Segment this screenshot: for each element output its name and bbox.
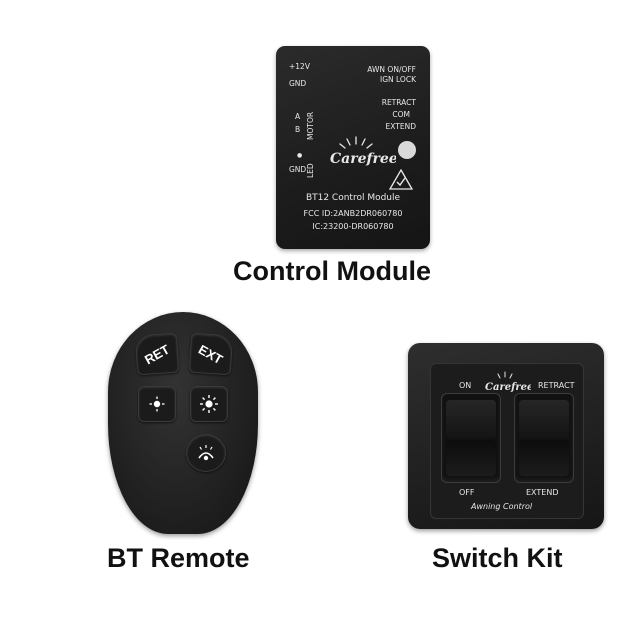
label-gnd-bottom: GND [289, 165, 307, 174]
carefree-logo: Carefree [330, 136, 396, 167]
label-awn-onoff: AWN ON/OFF [367, 65, 416, 74]
bt-remote-device: RET EXT [108, 312, 258, 534]
label-ign-lock: IGN LOCK [380, 75, 416, 84]
label-off: OFF [459, 488, 475, 497]
status-led-dot [398, 141, 416, 159]
control-module-device: +12V GND A B MOTOR ● GND LED AWN ON/OFF … [276, 46, 430, 249]
awning-light-button[interactable] [186, 434, 226, 472]
awning-rocker-switch[interactable] [514, 393, 574, 483]
label-extend-switch: EXTEND [526, 488, 559, 497]
module-ic-id: IC:23200-DR060780 [312, 222, 394, 231]
power-rocker-switch[interactable] [441, 393, 501, 483]
keyring-hole [54, 500, 100, 520]
label-retract: RETRACT [381, 98, 416, 107]
label-led: LED [306, 163, 315, 178]
certification-mark-icon [389, 169, 413, 190]
dot-marker: ● [297, 152, 303, 159]
switch-logo-text: Carefree [485, 382, 531, 393]
module-fcc-id: FCC ID:2ANB2DR060780 [303, 209, 403, 218]
caption-switch-kit: Switch Kit [432, 543, 563, 573]
switch-kit-plate: ON Carefree RETRACT OFF EXTEND Awning Co… [408, 343, 604, 529]
caption-bt-remote: BT Remote [107, 543, 250, 573]
label-com: COM [392, 110, 410, 119]
retract-button-label: RET [141, 341, 173, 367]
light-dim-icon [149, 396, 165, 412]
label-on: ON [459, 381, 472, 390]
label-motor: MOTOR [306, 111, 315, 140]
light-dim-button[interactable] [138, 386, 176, 422]
label-extend: EXTEND [385, 122, 416, 131]
switch-carefree-logo: Carefree [485, 371, 531, 393]
light-bright-icon [200, 395, 218, 413]
label-12v: +12V [289, 62, 310, 71]
switch-bezel: ON Carefree RETRACT OFF EXTEND Awning Co… [430, 363, 584, 519]
extend-button-label: EXT [196, 341, 226, 367]
label-awning-control: Awning Control [471, 502, 533, 511]
awning-rocker-bottom [519, 440, 569, 476]
label-a: A [295, 112, 301, 121]
power-rocker-bottom [446, 440, 496, 476]
extend-button[interactable]: EXT [188, 332, 234, 376]
label-b: B [295, 125, 301, 134]
caption-control-module: Control Module [233, 256, 431, 286]
label-gnd-top: GND [289, 79, 307, 88]
power-rocker-top [446, 400, 496, 438]
awning-light-icon [198, 445, 214, 461]
label-retract-switch: RETRACT [538, 381, 575, 390]
carefree-logo-text: Carefree [330, 151, 396, 167]
awning-rocker-top [519, 400, 569, 438]
retract-button[interactable]: RET [134, 332, 180, 376]
module-model-name: BT12 Control Module [305, 193, 401, 203]
light-bright-button[interactable] [190, 386, 228, 422]
